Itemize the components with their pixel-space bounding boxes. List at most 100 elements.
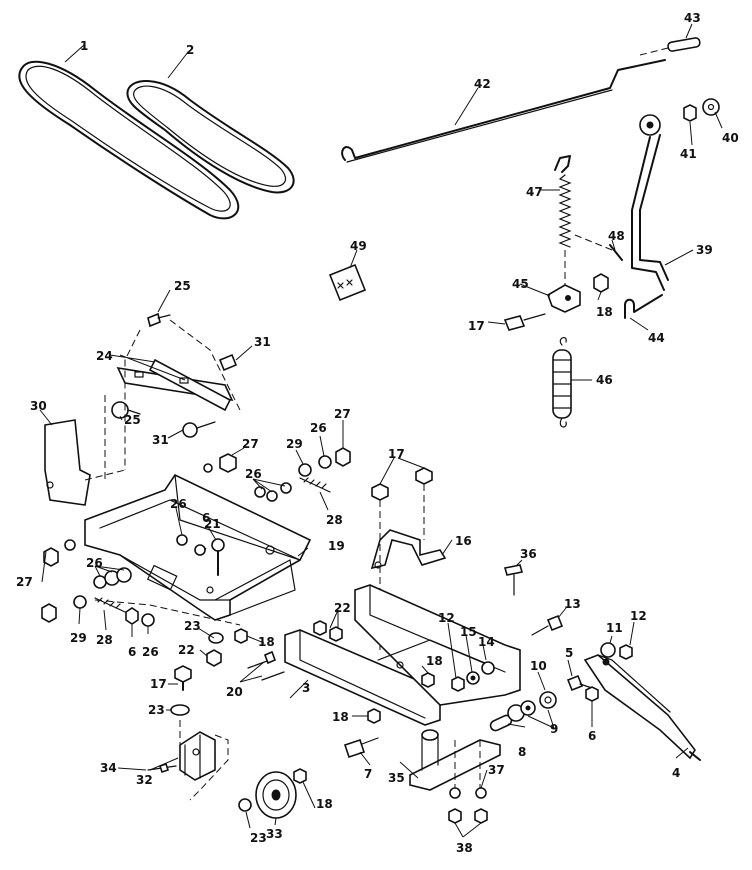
callout-41: 41	[680, 147, 697, 161]
part-18-nut-mid	[234, 628, 248, 644]
part-16-bracket	[370, 529, 447, 570]
callout-22-lower: 22	[178, 643, 195, 657]
callout-27-right: 27	[334, 407, 351, 421]
part-49-decal	[328, 263, 367, 302]
callout-17-upper: 17	[468, 319, 485, 333]
part-22-nuts-upper	[313, 620, 343, 642]
part-25-bolt-upper	[147, 312, 171, 328]
part-23-washer-mid	[170, 704, 190, 716]
part-45-bracket	[547, 284, 581, 313]
part-10-washer	[539, 691, 557, 709]
callout-25-upper: 25	[174, 279, 191, 293]
part-2-drive-belt	[126, 80, 295, 194]
part-17-bolt-lower	[174, 665, 192, 691]
callout-8: 8	[518, 745, 526, 759]
callout-21: 21	[204, 517, 221, 531]
callout-36: 36	[520, 547, 537, 561]
part-28-bolt-right	[299, 477, 331, 493]
part-6-washer-upper	[194, 544, 206, 556]
part-12-nut-center	[451, 676, 465, 692]
callout-4: 4	[672, 766, 680, 780]
callout-26-lower-left: 26	[142, 645, 159, 659]
callout-44: 44	[648, 331, 665, 345]
part-41-nut	[683, 104, 697, 122]
part-44-hairpin-clip	[624, 294, 663, 319]
callout-31-lower: 31	[152, 433, 169, 447]
callout-14: 14	[478, 635, 495, 649]
callout-29-right: 29	[286, 437, 303, 451]
part-48-pin	[609, 244, 623, 261]
callout-46: 46	[596, 373, 613, 387]
callout-6-center: 6	[202, 511, 210, 525]
callout-11: 11	[606, 621, 623, 635]
part-12-nut-right	[619, 644, 633, 660]
part-11-washer	[600, 642, 616, 658]
callout-3: 3	[302, 681, 310, 695]
part-26-washers-left	[93, 567, 132, 589]
callout-20: 20	[226, 685, 243, 699]
part-27-nut-lower-left	[41, 603, 57, 623]
part-6-washer-left	[125, 607, 139, 625]
callout-23-mid: 23	[148, 703, 165, 717]
part-18-nut-lower-center	[367, 708, 381, 724]
callout-40: 40	[722, 131, 739, 145]
callout-15: 15	[460, 625, 477, 639]
part-18-nut-lower	[293, 768, 307, 784]
part-18-nut-center	[421, 672, 435, 688]
callout-27-top: 27	[242, 437, 259, 451]
callout-16: 16	[455, 534, 472, 548]
callout-18-lower: 18	[316, 797, 333, 811]
part-38-nuts	[448, 808, 488, 824]
callout-26-center: 26	[170, 497, 187, 511]
part-23-washer-upper	[208, 632, 224, 644]
callout-32: 32	[136, 773, 153, 787]
callout-23-lower: 23	[250, 831, 267, 845]
part-26-washer-lower-left	[141, 613, 155, 627]
callout-45: 45	[512, 277, 529, 291]
callout-9: 9	[550, 722, 558, 736]
callout-27-left: 27	[16, 575, 33, 589]
part-29-nut-right	[298, 463, 312, 477]
part-36-bolt	[503, 564, 524, 596]
callout-30: 30	[30, 399, 47, 413]
callout-33: 33	[266, 827, 283, 841]
part-22-nut-lower	[206, 649, 222, 667]
callout-48: 48	[608, 229, 625, 243]
part-23-washer-lower	[238, 798, 252, 812]
part-14-bushing	[481, 661, 495, 675]
callout-31-upper: 31	[254, 335, 271, 349]
part-27-nut-right	[335, 447, 351, 467]
callout-24: 24	[96, 349, 113, 363]
part-20-bolts	[247, 650, 285, 681]
part-35-mounting-plate	[409, 729, 501, 791]
part-13-bolt	[531, 614, 564, 636]
callout-18-upper: 18	[596, 305, 613, 319]
callout-23-upper: 23	[184, 619, 201, 633]
part-4-pedal-arm	[583, 654, 701, 761]
callout-19: 19	[328, 539, 345, 553]
part-29-nut-left	[73, 595, 87, 609]
part-31-bolt-upper	[218, 353, 238, 372]
part-9-washers	[507, 700, 536, 722]
callout-37: 37	[488, 763, 505, 777]
part-7-bolt	[343, 737, 379, 759]
callout-5: 5	[565, 646, 573, 660]
callout-39: 39	[696, 243, 713, 257]
callout-12-right: 12	[630, 609, 647, 623]
callout-34: 34	[100, 761, 117, 775]
callout-1: 1	[80, 39, 88, 53]
part-25-bolt-lower	[111, 401, 141, 419]
callout-2: 2	[186, 43, 194, 57]
callout-29-left: 29	[70, 631, 87, 645]
callout-28-left: 28	[96, 633, 113, 647]
callout-17-lower: 17	[150, 677, 167, 691]
callout-12-center: 12	[438, 611, 455, 625]
callout-26-top: 26	[245, 467, 262, 481]
part-21-bolt	[211, 538, 225, 576]
part-17-bolts-top	[371, 467, 433, 501]
part-24-support-bars	[116, 358, 234, 412]
part-18-nut-upper	[593, 273, 609, 293]
part-6-nut-right	[585, 686, 599, 702]
part-34-bolt	[147, 762, 177, 774]
